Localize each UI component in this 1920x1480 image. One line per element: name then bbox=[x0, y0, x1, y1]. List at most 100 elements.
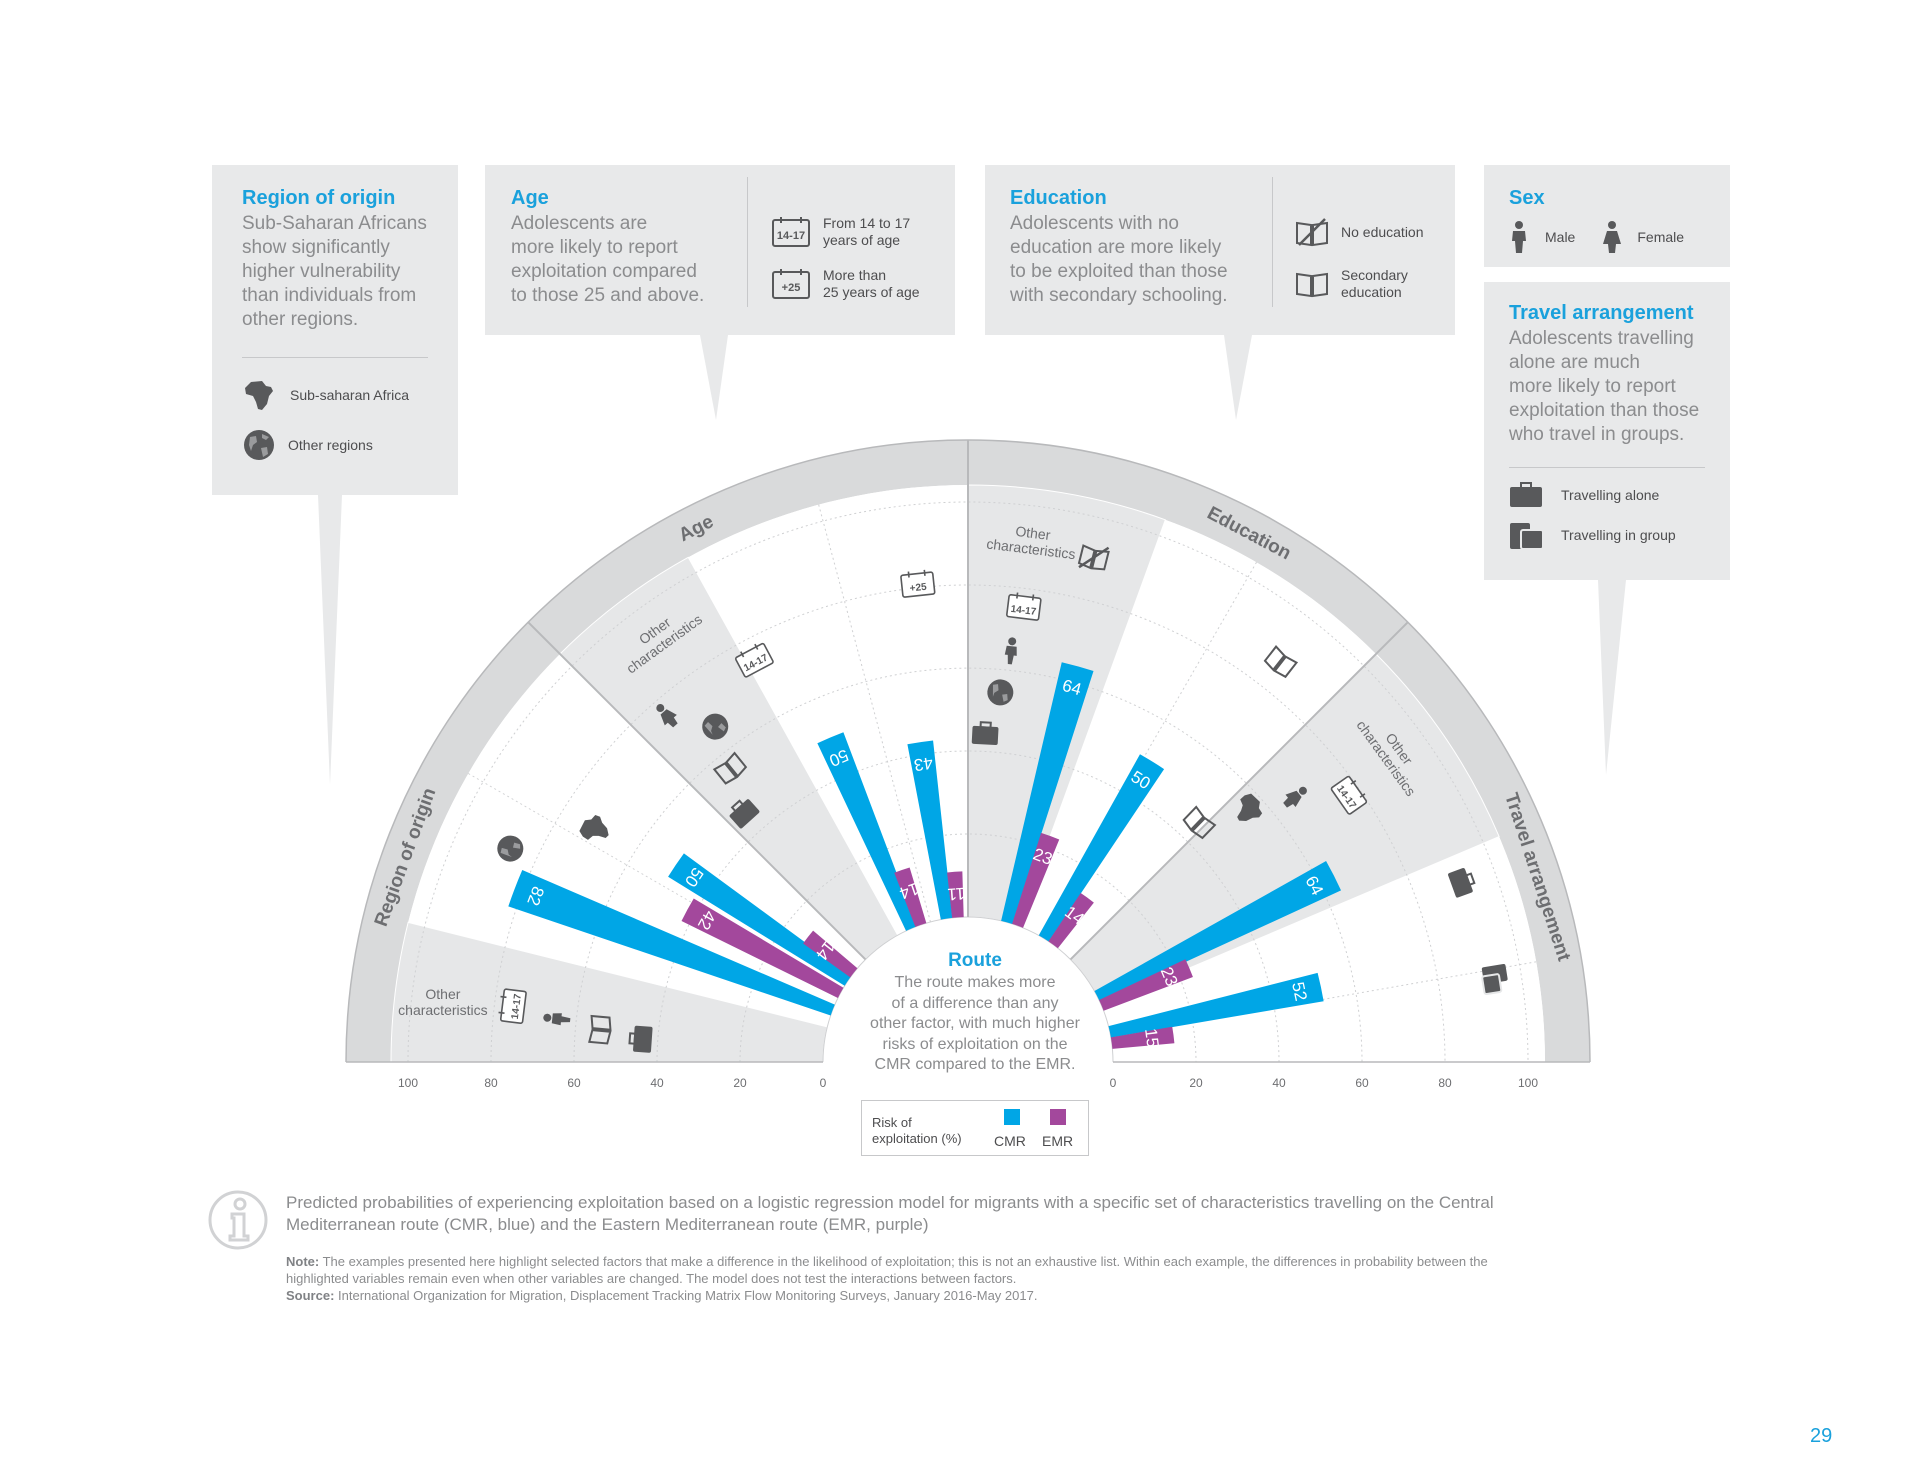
emr-bar-label: 15 bbox=[1141, 1027, 1162, 1048]
calendar-ring bbox=[923, 569, 926, 576]
outer-edge bbox=[345, 439, 1591, 1063]
travel-text-line: who travel in groups. bbox=[1509, 424, 1685, 445]
chart-legend: Risk of exploitation (%) CMR EMR bbox=[861, 1100, 1089, 1156]
male-body bbox=[1004, 645, 1017, 665]
suitcase-icon bbox=[971, 721, 999, 746]
africa-icon bbox=[245, 381, 273, 410]
emr-label: EMR bbox=[1042, 1133, 1074, 1149]
left-axis-tick: 0 bbox=[820, 1076, 827, 1090]
legend-sub-saharan: Sub-saharan Africa bbox=[290, 387, 410, 403]
africa-shape bbox=[579, 814, 609, 840]
globe-land bbox=[500, 842, 521, 858]
cmr-bar-label: 64 bbox=[1060, 676, 1083, 699]
caption-line: Predicted probabilities of experiencing … bbox=[286, 1193, 1494, 1212]
route-text-line: risks of exploitation on the bbox=[882, 1035, 1068, 1053]
book-shape bbox=[1182, 805, 1217, 840]
travel-arrangement-box: Travel arrangement Adolescents travellin… bbox=[1484, 282, 1730, 580]
no-education-icon bbox=[1077, 544, 1110, 571]
info-icon bbox=[208, 1190, 268, 1250]
source-label: Source: bbox=[286, 1288, 335, 1303]
suitcases-group-icon bbox=[1481, 964, 1508, 996]
globe-icon bbox=[244, 430, 274, 460]
cmr-bar bbox=[668, 853, 852, 986]
calendar-ring bbox=[1350, 780, 1357, 785]
globe-land bbox=[992, 684, 1008, 702]
other-regions-ring-icon bbox=[497, 835, 524, 862]
calendar-ring bbox=[500, 995, 507, 999]
education-title: Education bbox=[1010, 187, 1107, 209]
education-box: Education Adolescents with no education … bbox=[985, 165, 1455, 335]
right-axis-tick: 100 bbox=[1518, 1076, 1538, 1090]
emr-bar bbox=[1048, 893, 1094, 949]
travel-text-line: Adolescents travelling bbox=[1509, 328, 1694, 349]
suitcase-icon bbox=[628, 1025, 653, 1053]
book-icon bbox=[1263, 645, 1299, 679]
cmr-bar bbox=[1038, 754, 1165, 942]
left-axis-tick: 20 bbox=[733, 1076, 747, 1090]
region-text-line: show significantly bbox=[242, 237, 390, 258]
age-title: Age bbox=[511, 187, 549, 209]
suitcases-group-icon bbox=[1510, 523, 1544, 550]
right-axis-tick: 0 bbox=[1110, 1076, 1117, 1090]
page-number: 29 bbox=[1810, 1425, 1833, 1447]
calendar-ring bbox=[1016, 592, 1019, 599]
route-title: Route bbox=[948, 950, 1002, 971]
calendar-14-17-icon: 14-17 bbox=[498, 988, 527, 1024]
cmr-bar bbox=[1108, 972, 1324, 1038]
left-axis-tick: 60 bbox=[567, 1076, 581, 1090]
calendar-ring bbox=[907, 571, 910, 578]
route-text-line: CMR compared to the EMR. bbox=[874, 1056, 1076, 1073]
male-head bbox=[1008, 637, 1017, 646]
suitcase-body bbox=[633, 1025, 653, 1053]
africa-ring-icon bbox=[579, 814, 609, 840]
region-text-line: higher vulnerability bbox=[242, 261, 401, 282]
calendar-25-label: +25 bbox=[782, 282, 801, 294]
note: Note: The examples presented here highli… bbox=[286, 1253, 1686, 1304]
calendar-ring bbox=[498, 1011, 505, 1014]
calendar-ring bbox=[1359, 793, 1366, 798]
calendar-ring bbox=[740, 651, 745, 658]
category-divider bbox=[1069, 621, 1409, 961]
female-icon bbox=[656, 704, 678, 728]
emr-bar bbox=[803, 930, 858, 978]
emr-swatch bbox=[1050, 1109, 1066, 1125]
age-legend-line: From 14 to 17 bbox=[823, 215, 911, 231]
calendar-text: +25 bbox=[909, 582, 927, 595]
strike-line bbox=[1078, 546, 1110, 569]
female-body bbox=[1283, 790, 1302, 808]
globe-icon bbox=[987, 679, 1014, 706]
female-head bbox=[1298, 786, 1307, 795]
age-legend-line: More than bbox=[823, 267, 887, 283]
emr-bar bbox=[681, 898, 844, 998]
male-icon bbox=[1512, 221, 1526, 253]
book-shape bbox=[588, 1014, 612, 1045]
age-text-line: Adolescents are bbox=[511, 213, 648, 234]
region-title: Region of origin bbox=[242, 187, 396, 209]
education-text-line: with secondary schooling. bbox=[1010, 285, 1228, 306]
age-legend-line: years of age bbox=[823, 232, 901, 248]
book-shape bbox=[1077, 544, 1110, 571]
legend-no-education: No education bbox=[1341, 224, 1424, 240]
globe-shape bbox=[497, 835, 524, 862]
note-text-line: highlighted variables remain even when o… bbox=[286, 1271, 1017, 1286]
calendar-shape bbox=[900, 571, 936, 598]
calendar-shape bbox=[1006, 593, 1042, 621]
female-head bbox=[656, 704, 665, 713]
grid-arc bbox=[407, 501, 1529, 1063]
legend-title-line: exploitation (%) bbox=[872, 1131, 962, 1146]
travel-text-line: exploitation than those bbox=[1509, 400, 1700, 421]
legend-travelling-group: Travelling in group bbox=[1561, 527, 1676, 543]
region-of-origin-box: Region of origin Sub-Saharan Africans sh… bbox=[212, 165, 458, 495]
calendar-25-icon: +25 bbox=[900, 569, 936, 598]
male-icon bbox=[1004, 637, 1017, 665]
emr-bar bbox=[894, 867, 927, 927]
calendar-14-17-icon: 14-17 bbox=[735, 642, 774, 678]
travel-text-line: alone are much bbox=[1509, 352, 1640, 373]
male-head bbox=[543, 1013, 552, 1022]
age-legend-line: 25 years of age bbox=[823, 284, 920, 300]
cmr-label: CMR bbox=[994, 1133, 1026, 1149]
cmr-bar bbox=[1094, 861, 1342, 1002]
male-label: Male bbox=[1545, 229, 1576, 245]
